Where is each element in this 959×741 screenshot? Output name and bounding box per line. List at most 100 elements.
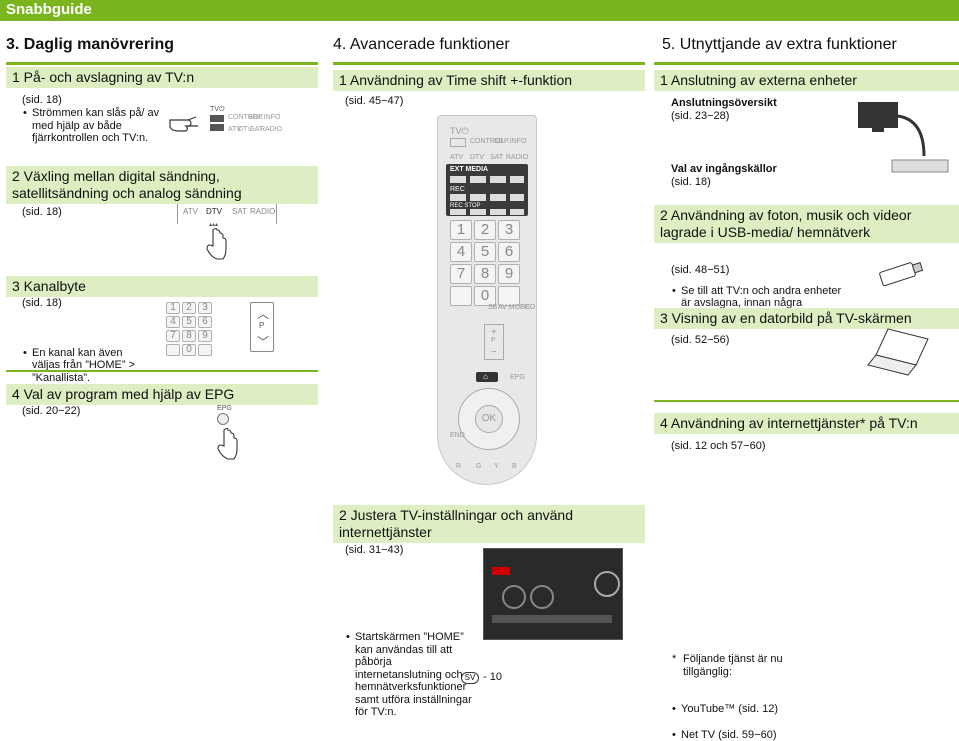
media-btn-6[interactable]: [470, 194, 486, 201]
home-icon: ⌂: [483, 372, 488, 381]
keypad-key[interactable]: 2: [182, 302, 196, 314]
section-ref-input: (sid. 18): [671, 176, 711, 189]
channel-up-icon[interactable]: ︿: [257, 305, 269, 322]
media-btn-11[interactable]: [490, 209, 506, 215]
laptop-icon: [868, 325, 948, 380]
keypad-key[interactable]: [166, 344, 180, 356]
sat-button[interactable]: SAT: [232, 207, 247, 216]
media-btn-4[interactable]: [510, 176, 524, 183]
media-panel: EXT MEDIA REC REC STOP: [446, 164, 528, 216]
keypad-key[interactable]: 8: [474, 264, 496, 284]
column-rule-3: [654, 62, 959, 65]
dtv-button[interactable]: DTV: [206, 207, 222, 216]
remote-detail-power: TV⏻ CONTROL SB P.INFO ATV DTV SAT RADIO: [206, 106, 276, 140]
section-title-usb: 2 Användning av foton, musik och videor …: [654, 205, 959, 243]
svg-text:▴▴▴: ▴▴▴: [209, 222, 218, 228]
media-btn-2[interactable]: [470, 176, 486, 183]
section-title-settings: 2 Justera TV-inställningar och använd in…: [333, 505, 645, 543]
sb-label: SB: [494, 138, 503, 145]
menu-ring-3: [594, 571, 620, 597]
column-title-1: 3. Daglig manövrering: [6, 36, 174, 54]
remote-control: TV⏻ CONTROL SB P.INFO ATV DTV SAT RADIO …: [437, 115, 537, 485]
source-buttons: ATV DTV SAT RADIO: [177, 204, 277, 224]
column-rule-1b: [6, 370, 318, 372]
keypad-key[interactable]: 3: [198, 302, 212, 314]
sub-title-input: Val av ingångskällor: [671, 163, 777, 176]
youtube-tile: [492, 567, 510, 575]
keypad-key[interactable]: 4: [450, 242, 472, 262]
hand-pointer-icon: [168, 112, 204, 134]
media-btn-5[interactable]: [450, 194, 466, 201]
radio-small-label: RADIO: [260, 126, 282, 133]
keypad-key[interactable]: 6: [498, 242, 520, 262]
keypad-key[interactable]: 8: [182, 330, 196, 342]
tv-power-button[interactable]: [450, 138, 466, 147]
home-button[interactable]: ⌂: [476, 372, 498, 382]
keypad-key[interactable]: 2: [474, 220, 496, 240]
eco-label: ECO: [520, 304, 535, 311]
power-bullet: Strömmen kan slås på/ av med hjälp av bå…: [22, 107, 162, 145]
channel-rocker[interactable]: ︿ P ﹀: [250, 302, 274, 352]
atv-label: ATV: [450, 154, 463, 161]
input-button[interactable]: [210, 124, 224, 131]
bottom-bar: [492, 615, 612, 623]
power-button[interactable]: [210, 115, 224, 122]
column-rule-3b: [654, 400, 959, 402]
dtv-label: DTV: [470, 154, 484, 161]
keypad-key[interactable]: 9: [198, 330, 212, 342]
keypad-key[interactable]: 9: [498, 264, 520, 284]
media-btn-9[interactable]: [450, 209, 466, 215]
channel-label: P: [259, 321, 264, 330]
media-btn-12[interactable]: [510, 209, 524, 215]
media-btn-1[interactable]: [450, 176, 466, 183]
keypad-key[interactable]: 3: [498, 220, 520, 240]
keypad-key[interactable]: 7: [166, 330, 180, 342]
pinfo-label: P.INFO: [504, 138, 526, 145]
rec-label: REC: [450, 186, 465, 193]
section-title-power: 1 På- och avslagning av TV:n: [6, 67, 318, 88]
media-btn-7[interactable]: [490, 194, 506, 201]
home-screen-image: [483, 548, 623, 640]
section-ref-overview: (sid. 23−28): [671, 110, 729, 123]
keypad-key[interactable]: [198, 344, 212, 356]
keypad-key[interactable]: 1: [166, 302, 180, 314]
keypad-key[interactable]: 1: [450, 220, 472, 240]
keypad-key[interactable]: 4: [166, 316, 180, 328]
p-rocker[interactable]: + P −: [484, 324, 504, 360]
header-bar: Snabbguide: [0, 0, 959, 21]
column-rule-2: [333, 62, 645, 65]
dpad[interactable]: OK: [458, 388, 520, 450]
r-label: R: [456, 463, 461, 470]
media-btn-8[interactable]: [510, 194, 524, 201]
epg-button[interactable]: [217, 413, 229, 425]
keypad-key[interactable]: 6: [198, 316, 212, 328]
keypad-key[interactable]: 0: [182, 344, 196, 356]
media-btn-10[interactable]: [470, 209, 486, 215]
radio-button[interactable]: RADIO: [250, 207, 275, 216]
keypad-key[interactable]: 7: [450, 264, 472, 284]
section-ref-power: (sid. 18): [22, 94, 62, 107]
internet-note: Följande tjänst är nu tillgänglig:: [671, 653, 811, 678]
sb-label: SB: [248, 114, 257, 121]
menu-ring-2: [530, 585, 554, 609]
atv-button[interactable]: ATV: [183, 207, 198, 216]
end-label: END: [450, 432, 465, 439]
keypad-key[interactable]: 5: [182, 316, 196, 328]
ok-button[interactable]: OK: [475, 405, 503, 433]
settings-bullet: Startskärmen ”HOME” kan användas till at…: [345, 631, 480, 719]
media-btn-3[interactable]: [490, 176, 506, 183]
channel-down-icon[interactable]: ﹀: [257, 333, 269, 350]
section-title-epg: 4 Val av program med hjälp av EPG: [6, 384, 318, 405]
keypad-key[interactable]: 0: [474, 286, 496, 306]
internet-item-2: Net TV (sid. 59−60): [671, 729, 959, 741]
tv-power-label: TV⏻: [210, 106, 224, 114]
section-ref-settings: (sid. 31−43): [345, 544, 403, 557]
tv-label: TV⏻: [450, 126, 469, 137]
menu-ring-1: [502, 585, 526, 609]
keypad-key[interactable]: [498, 286, 520, 306]
keypad-key[interactable]: [450, 286, 472, 306]
column-title-2: 4. Avancerade funktioner: [333, 36, 510, 54]
keypad-key[interactable]: 5: [474, 242, 496, 262]
section-title-external: 1 Anslutning av externa enheter: [654, 70, 959, 91]
